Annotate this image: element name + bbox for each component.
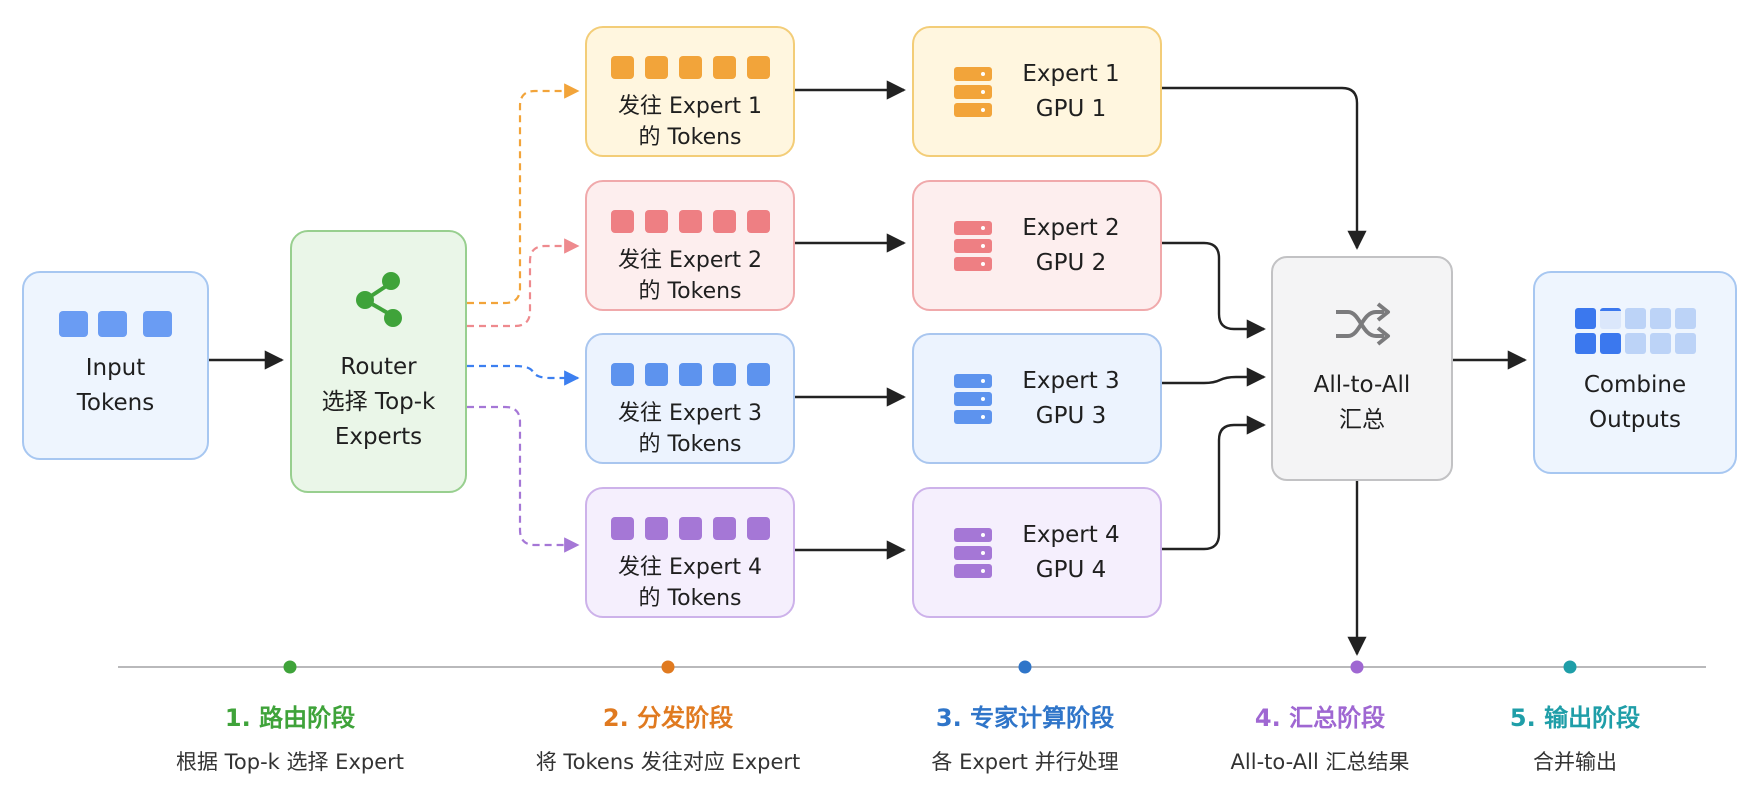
server-icon bbox=[954, 373, 993, 424]
timeline-dot-compute bbox=[1018, 660, 1032, 674]
combine-outputs-label: Combine Outputs bbox=[1583, 371, 1687, 433]
server-icon bbox=[954, 66, 993, 117]
stage-5-desc: 合并输出 bbox=[1533, 750, 1617, 774]
all-to-all-label: All-to-All 汇总 bbox=[1313, 371, 1411, 433]
dashed-arrow-to-expert-4-tokens bbox=[467, 405, 580, 553]
expert-1-node: Expert 1 GPU 1 bbox=[912, 26, 1162, 157]
dashed-arrow-to-expert-3-tokens bbox=[467, 364, 580, 386]
combine-outputs-node: Combine Outputs bbox=[1533, 271, 1737, 474]
timeline-dot-output bbox=[1563, 660, 1577, 674]
input-tokens-label: Input Tokens bbox=[76, 354, 155, 416]
expert-4-tokens-node: 发往 Expert 4 的 Tokens bbox=[585, 487, 795, 618]
expert-3-node: Expert 3 GPU 3 bbox=[912, 333, 1162, 464]
expert-3-tokens-node: 发往 Expert 3 的 Tokens bbox=[585, 333, 795, 464]
stage-1-title: 1. 路由阶段 bbox=[224, 704, 356, 732]
stage-4-title: 4. 汇总阶段 bbox=[1254, 704, 1386, 732]
arrow-expert-3-to-all-to-all bbox=[1162, 367, 1266, 387]
expert-1-tokens-node: 发往 Expert 1 的 Tokens bbox=[585, 26, 795, 157]
arrow-expert-2-to-all-to-all bbox=[1162, 241, 1266, 339]
share-nodes-icon bbox=[355, 272, 402, 327]
all-to-all-node: All-to-All 汇总 bbox=[1271, 256, 1453, 481]
router-label: Router 选择 Top-k Experts bbox=[321, 354, 436, 450]
dashed-arrow-to-expert-2-tokens bbox=[467, 238, 580, 328]
server-icon bbox=[954, 220, 993, 271]
dashed-arrow-to-expert-1-tokens bbox=[467, 83, 580, 305]
arrow-expert-4-to-all-to-all bbox=[1162, 415, 1266, 551]
token-squares-icon bbox=[59, 310, 172, 337]
stage-5-title: 5. 输出阶段 bbox=[1509, 704, 1641, 732]
input-tokens-node: Input Tokens bbox=[22, 271, 209, 460]
token-chips-icon bbox=[610, 56, 770, 79]
timeline-dot-dispatch bbox=[661, 660, 675, 674]
server-icon bbox=[954, 527, 993, 578]
stage-1-desc: 根据 Top-k 选择 Expert bbox=[175, 750, 405, 774]
expert-4-node: Expert 4 GPU 4 bbox=[912, 487, 1162, 618]
shuffle-icon bbox=[1336, 301, 1390, 346]
token-chips-icon bbox=[610, 517, 770, 540]
timeline-dot-aggregate bbox=[1350, 660, 1364, 674]
output-grid-icon bbox=[1574, 307, 1696, 354]
expert-2-tokens-node: 发往 Expert 2 的 Tokens bbox=[585, 180, 795, 311]
token-chips-icon bbox=[610, 363, 770, 386]
stage-4-desc: All-to-All 汇总结果 bbox=[1230, 750, 1410, 774]
arrow-expert-1-to-all-to-all bbox=[1162, 86, 1367, 250]
token-chips-icon bbox=[610, 210, 770, 233]
expert-2-node: Expert 2 GPU 2 bbox=[912, 180, 1162, 311]
stage-3-title: 3. 专家计算阶段 bbox=[935, 704, 1115, 732]
timeline-dot-routing bbox=[283, 660, 297, 674]
stage-2-desc: 将 Tokens 发往对应 Expert bbox=[535, 750, 801, 774]
router-node: Router 选择 Top-k Experts bbox=[290, 230, 467, 493]
stage-2-title: 2. 分发阶段 bbox=[602, 704, 734, 732]
stage-3-desc: 各 Expert 并行处理 bbox=[931, 750, 1119, 774]
